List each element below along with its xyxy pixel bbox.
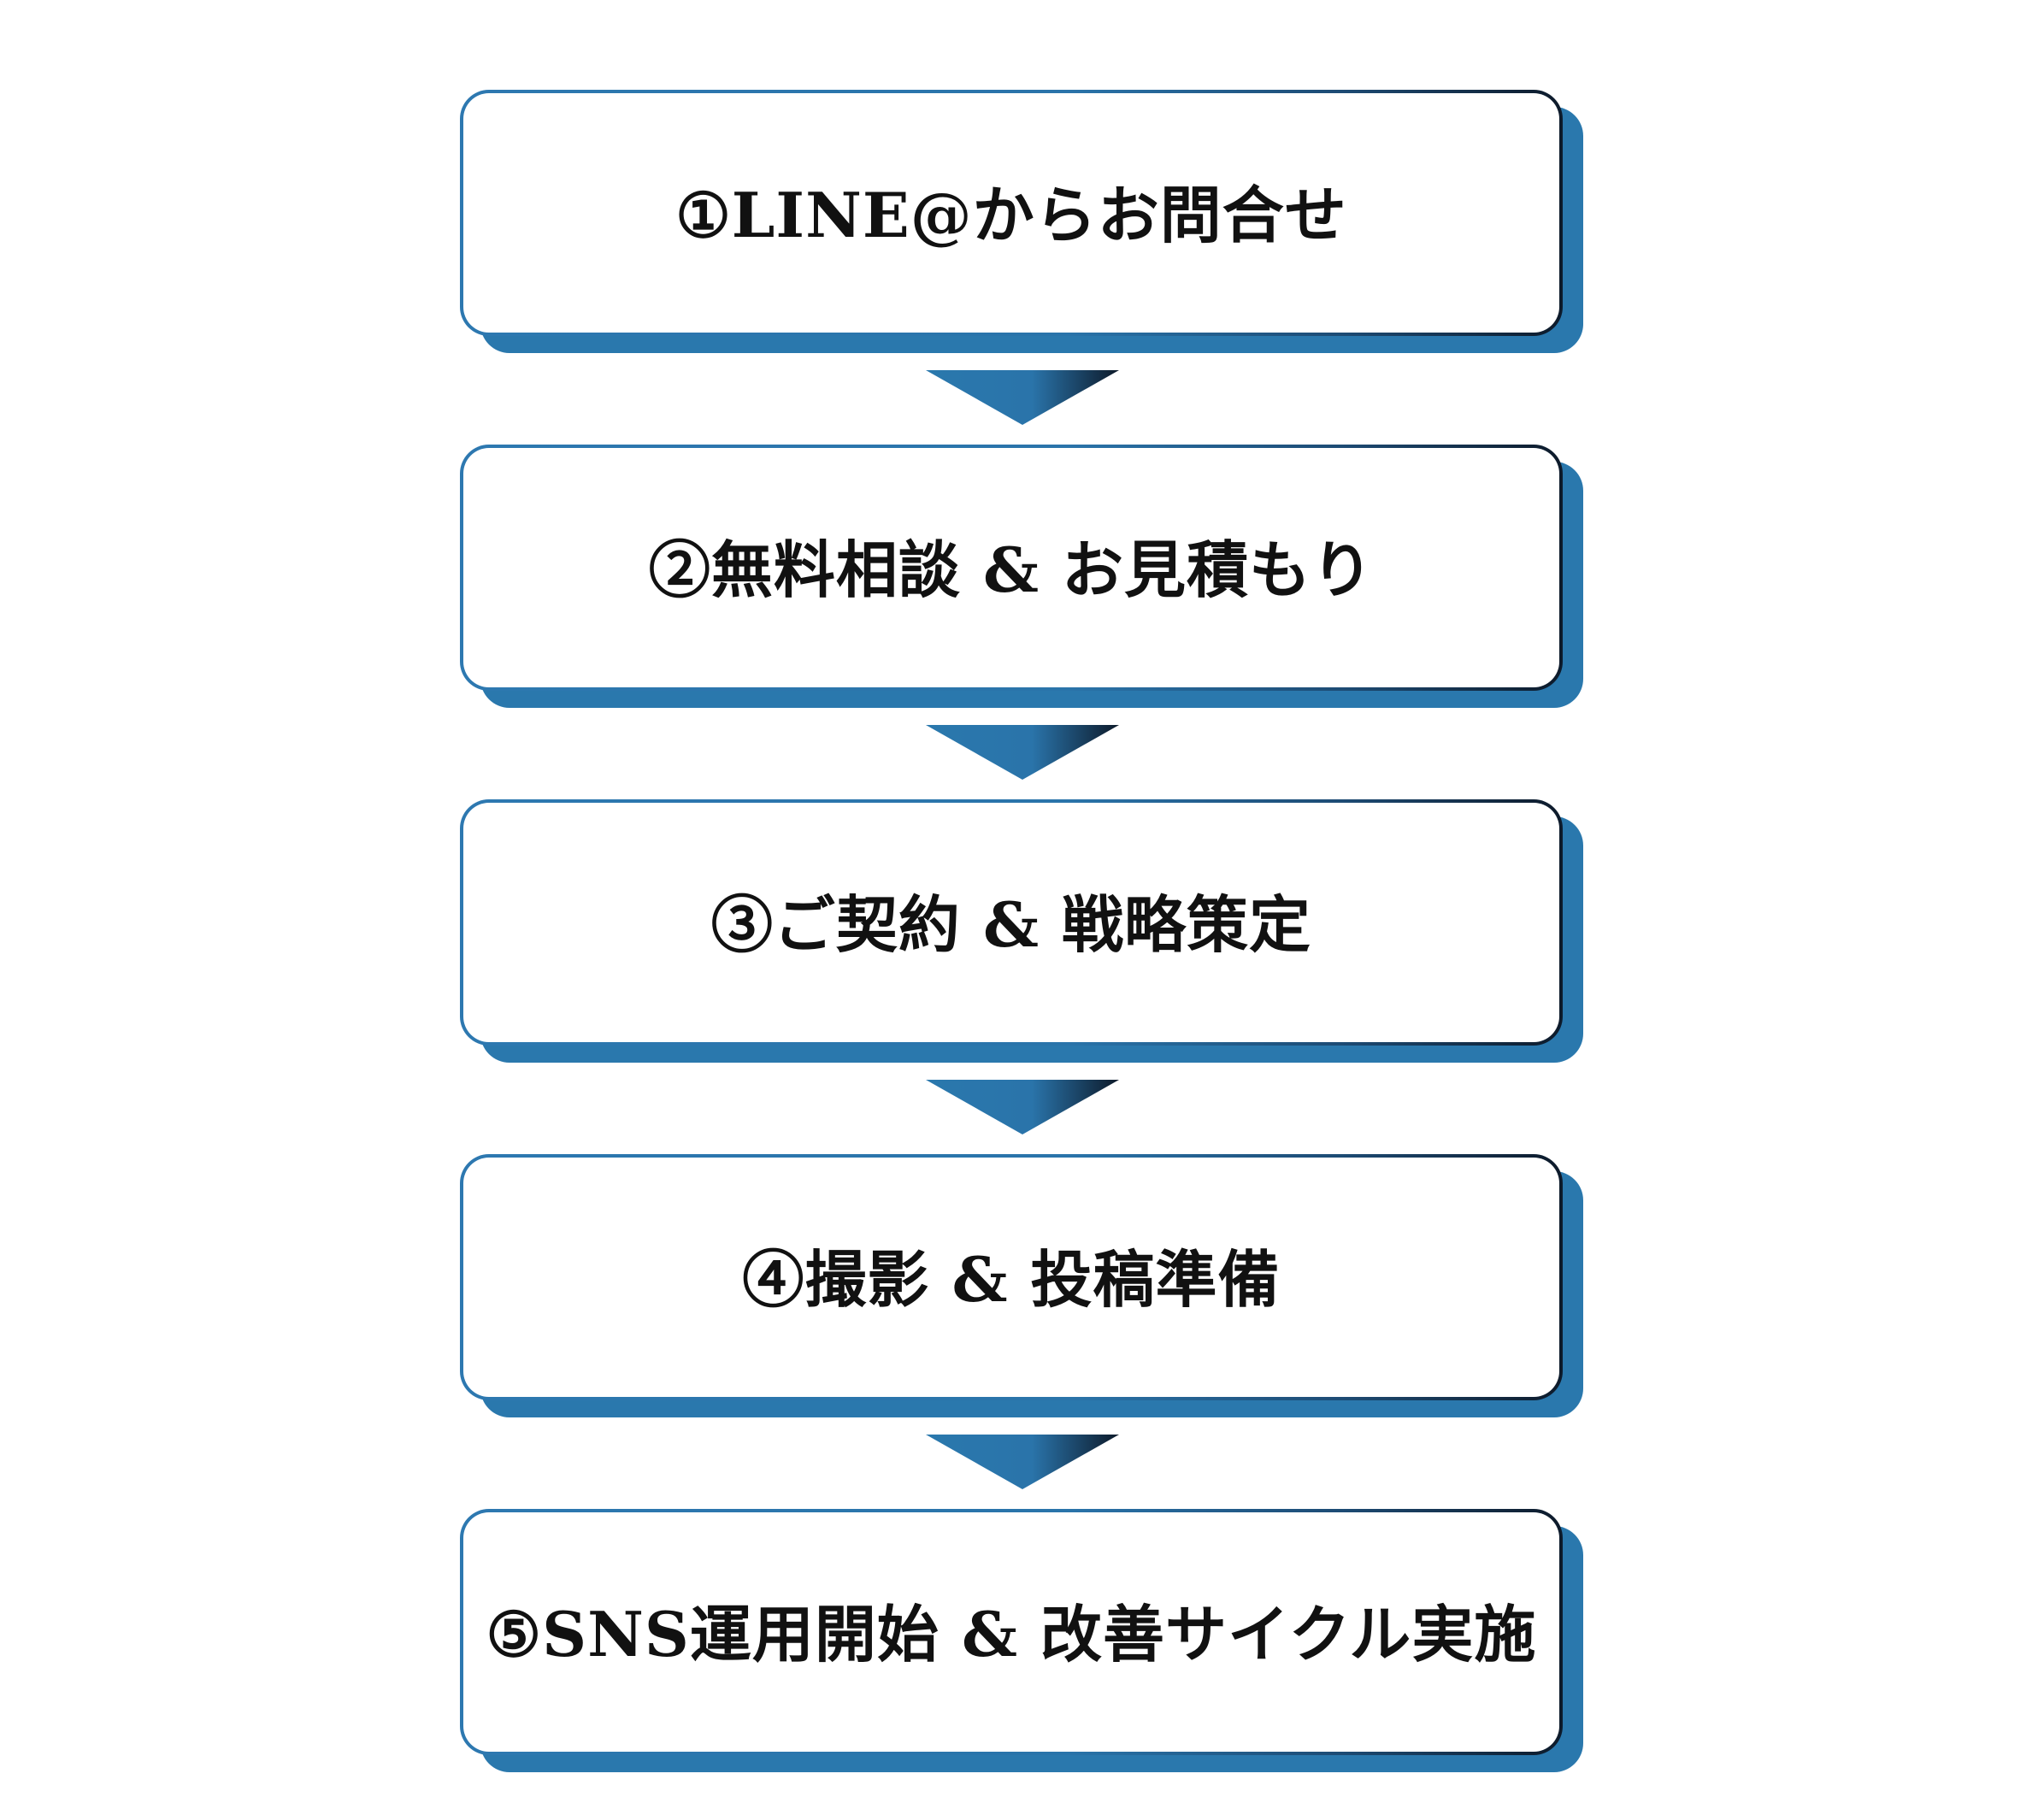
step-box-4: ④撮影 & 投稿準備 xyxy=(460,1154,1583,1417)
step-label-5: ⑤SNS運用開始 & 改善サイクル実施 xyxy=(486,1597,1537,1670)
step-box-1: ①LINE@からお問合せ xyxy=(460,90,1583,353)
step-box-frame: ④撮影 & 投稿準備 xyxy=(460,1154,1563,1400)
step-box-inner: ③ご契約 & 戦略策定 xyxy=(463,803,1559,1042)
down-arrow-icon xyxy=(926,1080,1119,1134)
step-box-3: ③ご契約 & 戦略策定 xyxy=(460,799,1583,1063)
step-box-frame: ⑤SNS運用開始 & 改善サイクル実施 xyxy=(460,1509,1563,1755)
step-label-2: ②無料相談 & お見積もり xyxy=(648,533,1375,606)
step-box-2: ②無料相談 & お見積もり xyxy=(460,445,1583,708)
step-box-frame: ③ご契約 & 戦略策定 xyxy=(460,799,1563,1046)
down-arrow-icon xyxy=(926,370,1119,425)
step-box-frame: ①LINE@からお問合せ xyxy=(460,90,1563,336)
step-label-1: ①LINE@からお問合せ xyxy=(675,178,1347,251)
down-arrow-icon xyxy=(926,725,1119,780)
step-label-3: ③ご契約 & 戦略策定 xyxy=(710,887,1312,961)
step-box-frame: ②無料相談 & お見積もり xyxy=(460,445,1563,691)
step-box-5: ⑤SNS運用開始 & 改善サイクル実施 xyxy=(460,1509,1583,1772)
step-box-inner: ④撮影 & 投稿準備 xyxy=(463,1158,1559,1397)
down-arrow-icon xyxy=(926,1435,1119,1489)
step-box-inner: ②無料相談 & お見積もり xyxy=(463,448,1559,687)
step-box-inner: ①LINE@からお問合せ xyxy=(463,93,1559,333)
step-label-4: ④撮影 & 投稿準備 xyxy=(742,1242,1281,1316)
step-box-inner: ⑤SNS運用開始 & 改善サイクル実施 xyxy=(463,1512,1559,1752)
